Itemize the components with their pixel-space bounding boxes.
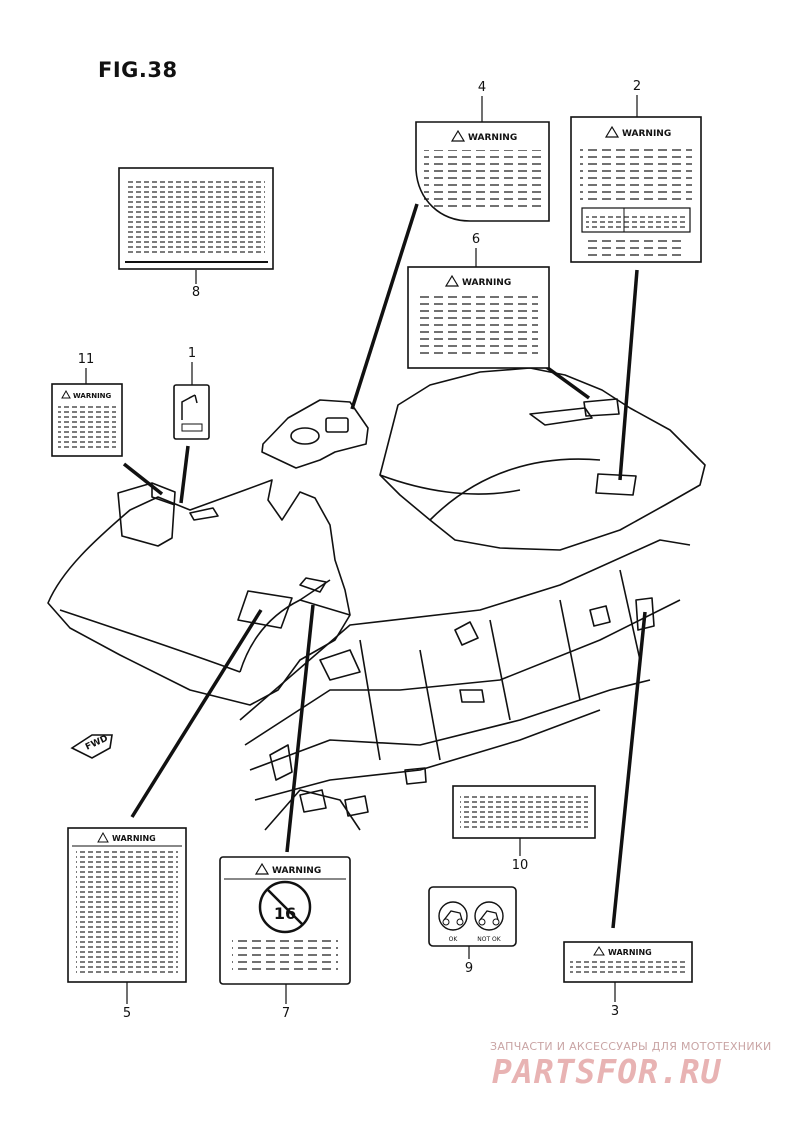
label-3-warning: WARNING [608, 948, 652, 957]
label-6-decal: WARNING [407, 266, 550, 369]
callout-4: 4 [477, 80, 487, 95]
label-7-warning: WARNING [272, 866, 321, 876]
callout-3: 3 [610, 1004, 620, 1019]
callout-ticks [85, 95, 638, 1004]
label-5-decal: WARNING [67, 827, 187, 983]
label-7-decal: WARNING 16 [219, 856, 351, 985]
callout-6: 6 [471, 232, 481, 247]
label-8-decal [118, 167, 274, 270]
label-11-warning: WARNING [73, 392, 112, 400]
watermark-logo: PARTSFOR.RU [492, 1052, 722, 1091]
callout-1: 1 [187, 346, 197, 361]
label-5-warning: WARNING [112, 834, 156, 843]
label-2-decal: WARNING [570, 116, 702, 263]
label-11-decal: WARNING [51, 383, 123, 457]
label-3-decal: WARNING [563, 941, 693, 983]
atv-body-frame [47, 367, 706, 831]
callout-5: 5 [122, 1006, 132, 1021]
label-1-decal [173, 384, 210, 440]
callout-7: 7 [281, 1006, 291, 1021]
under-16-number: 16 [274, 904, 296, 923]
under-16-icon: 16 [258, 880, 312, 934]
label-2-warning: WARNING [622, 129, 671, 139]
label-9-not-ok: NOT OK [477, 936, 502, 943]
callout-2: 2 [632, 79, 642, 94]
label-4-decal: WARNING [415, 121, 550, 222]
callout-11: 11 [77, 352, 95, 367]
label-6-warning: WARNING [462, 278, 511, 288]
figure-title: FIG.38 [98, 58, 178, 82]
callout-8: 8 [191, 285, 201, 300]
label-9-ok: OK [449, 936, 459, 943]
label-4-warning: WARNING [468, 133, 517, 143]
label-10-decal [452, 785, 596, 839]
label-9-decal: OK NOT OK [428, 886, 517, 947]
fwd-arrow-icon: FWD [70, 734, 113, 759]
callout-10: 10 [511, 858, 529, 873]
callout-9: 9 [464, 961, 474, 976]
watermark-tagline: ЗАПЧАСТИ И АКСЕССУАРЫ ДЛЯ МОТОТЕХНИКИ [490, 1040, 772, 1053]
leader-lines [122, 203, 647, 929]
